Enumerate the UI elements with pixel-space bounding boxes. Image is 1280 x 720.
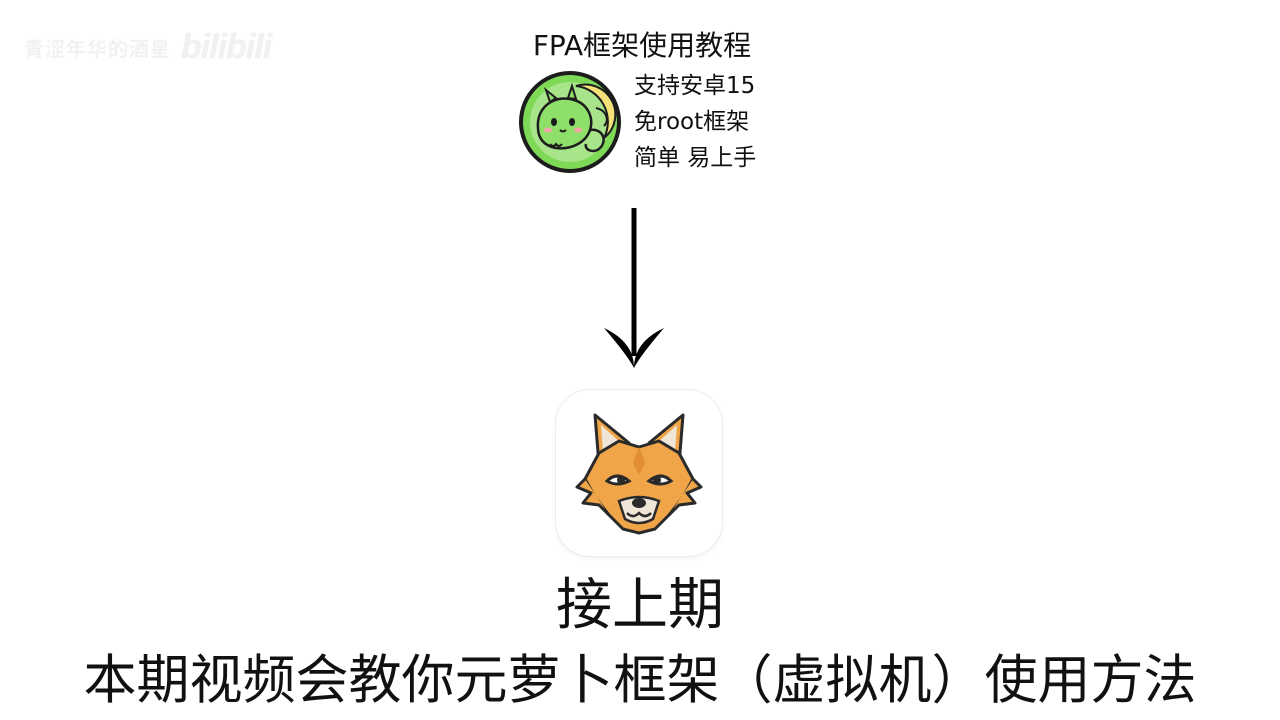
watermark: 青涩年华的酒星 bilibili — [24, 28, 272, 67]
fpa-info-row: 支持安卓15 免root框架 简单 易上手 — [516, 68, 756, 176]
arrow-down-icon — [604, 208, 664, 368]
green-dragon-app-icon — [519, 71, 621, 173]
fox-app-icon — [575, 413, 703, 535]
fpa-feature-list: 支持安卓15 免root框架 简单 易上手 — [634, 71, 756, 173]
bilibili-logo: bilibili — [181, 28, 272, 66]
fpa-feature-2: 免root框架 — [634, 109, 750, 135]
caption-description: 本期视频会教你元萝卜框架（虚拟机）使用方法 — [83, 650, 1197, 711]
fox-app-tile — [556, 390, 722, 556]
fpa-feature-3: 简单 易上手 — [634, 145, 757, 171]
fpa-title: FPA框架使用教程 — [532, 29, 752, 62]
watermark-text: 青涩年华的酒星 — [24, 37, 171, 61]
caption-continue: 接上期 — [556, 573, 724, 638]
fpa-feature-1: 支持安卓15 — [634, 73, 756, 99]
